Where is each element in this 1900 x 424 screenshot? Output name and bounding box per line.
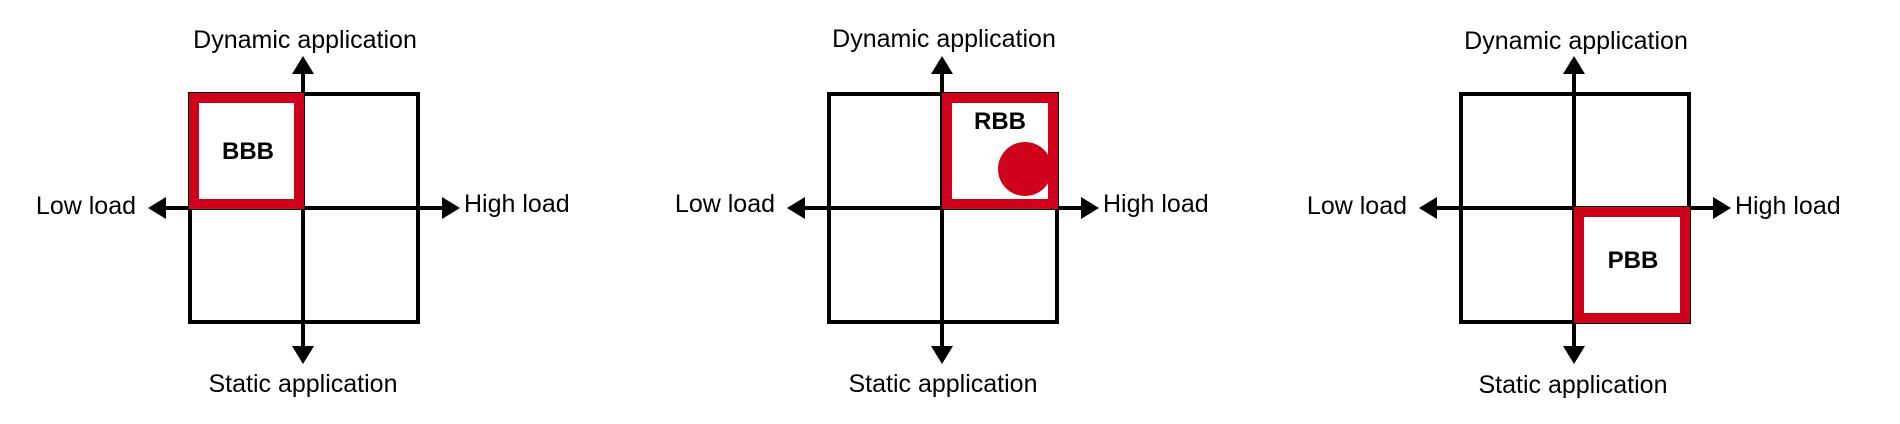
left-axis-label: Low load	[36, 192, 136, 220]
top-axis-label: Dynamic application	[1464, 27, 1688, 55]
diagram-bbb: BBB Dynamic application Static applicati…	[36, 26, 570, 398]
left-axis-label: Low load	[1307, 192, 1407, 220]
top-axis-label: Dynamic application	[193, 26, 417, 54]
arrow-right-icon	[1713, 197, 1731, 219]
arrow-left-icon	[1419, 197, 1437, 219]
quadrant-label: BBB	[222, 138, 274, 165]
highlighted-quadrant	[1574, 207, 1690, 323]
bottom-axis-label: Static application	[1478, 371, 1667, 399]
bottom-axis-label: Static application	[208, 370, 397, 398]
quadrant-label: RBB	[974, 108, 1026, 135]
arrow-right-icon	[1081, 197, 1099, 219]
indicator-dot	[998, 142, 1052, 196]
bottom-axis-label: Static application	[848, 370, 1037, 398]
right-axis-label: High load	[464, 190, 570, 218]
highlighted-quadrant	[942, 93, 1058, 209]
arrow-up-icon	[1563, 56, 1585, 74]
top-axis-label: Dynamic application	[832, 25, 1056, 53]
diagram-pbb: PBB Dynamic application Static applicati…	[1307, 27, 1841, 399]
quadrant-label: PBB	[1608, 247, 1659, 274]
diagram-rbb: RBB Dynamic application Static applicati…	[675, 25, 1209, 398]
arrow-left-icon	[787, 197, 805, 219]
arrow-right-icon	[442, 197, 460, 219]
arrow-left-icon	[148, 197, 166, 219]
right-axis-label: High load	[1735, 192, 1841, 220]
arrow-down-icon	[1563, 346, 1585, 364]
right-axis-label: High load	[1103, 190, 1209, 218]
highlighted-quadrant	[189, 93, 304, 209]
arrow-up-icon	[292, 56, 314, 74]
left-axis-label: Low load	[675, 190, 775, 218]
arrow-down-icon	[292, 346, 314, 364]
arrow-down-icon	[931, 346, 953, 364]
arrow-up-icon	[931, 56, 953, 74]
